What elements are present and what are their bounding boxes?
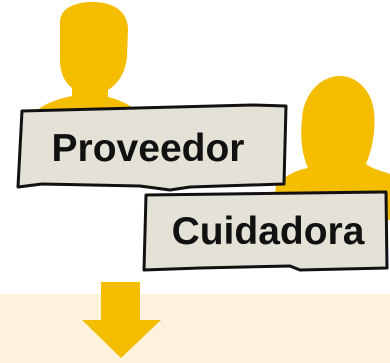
down-arrow-icon	[82, 282, 161, 358]
caregiver-label-text: Cuidadora	[172, 210, 365, 253]
bottom-band	[0, 294, 390, 363]
provider-label: Proveedor	[16, 103, 288, 192]
female-person-icon	[272, 76, 390, 220]
caregiver-label: Cuidadora	[142, 190, 389, 272]
male-person-icon	[30, 2, 144, 128]
provider-label-text: Proveedor	[52, 127, 245, 170]
